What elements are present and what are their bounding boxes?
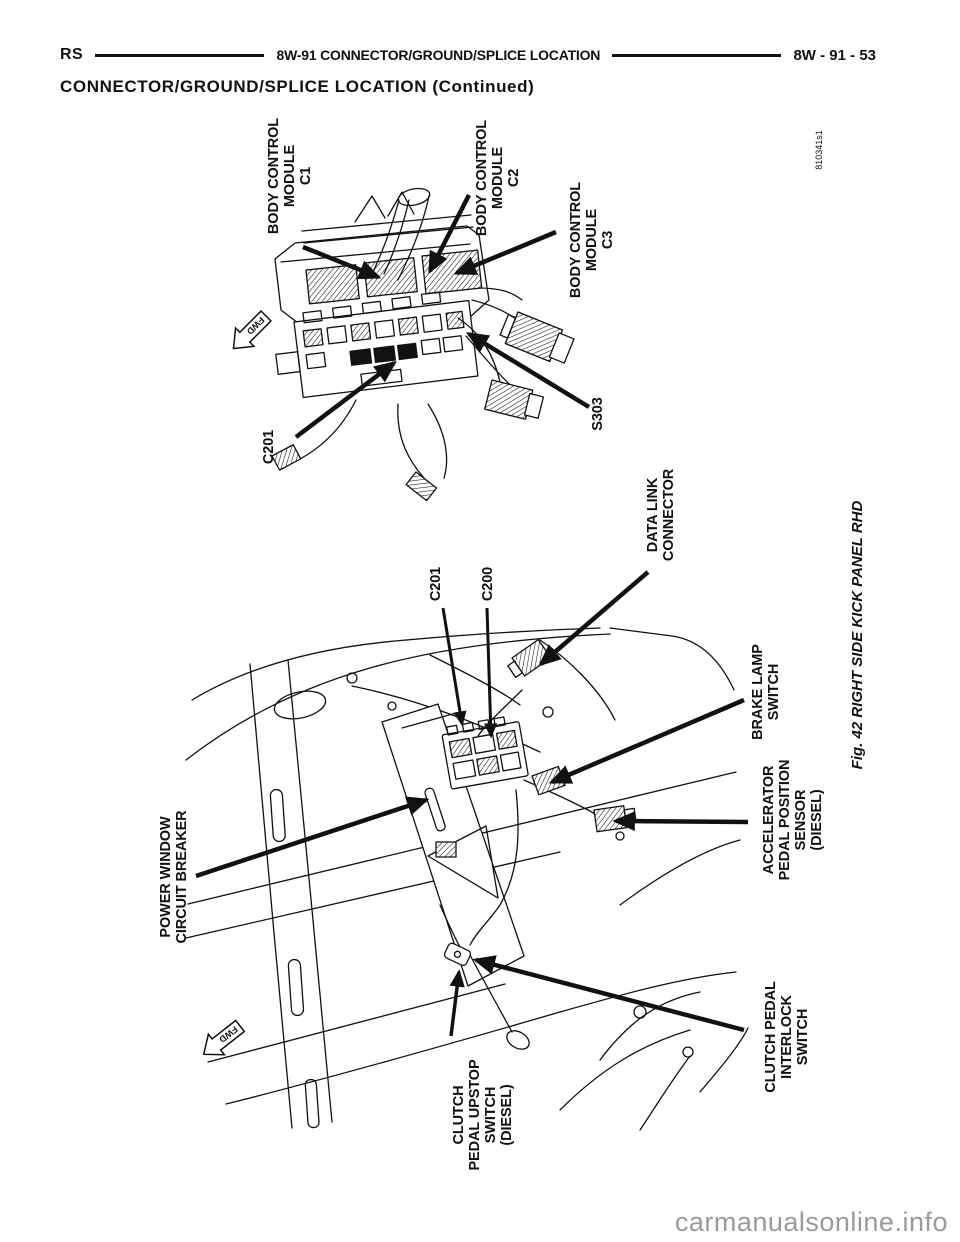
svg-text:MODULE: MODULE [282,144,298,207]
label-power-window-circuit-breaker: POWER WINDOW CIRCUIT BREAKER [158,810,190,944]
lower-diagram-lineart: FWD [185,627,749,1131]
section-subtitle: CONNECTOR/GROUND/SPLICE LOCATION (Contin… [60,77,535,96]
svg-text:BODY CONTROL: BODY CONTROL [568,182,584,298]
arrow-bcm-c1 [302,244,382,280]
wire-loom-cap [397,187,431,207]
svg-text:BODY CONTROL: BODY CONTROL [266,118,282,234]
svg-text:BRAKE LAMP: BRAKE LAMP [750,644,766,740]
arrow-clutch-interlock [472,955,745,1033]
figure-image-id: 810341s1 [814,130,824,170]
svg-text:(DIESEL): (DIESEL) [809,789,825,851]
svg-text:PEDAL POSITION: PEDAL POSITION [777,760,793,881]
lower-pigtail-connector [405,471,438,502]
label-c200: C200 [480,567,496,601]
arrow-bcm-c3 [453,229,557,276]
harness-connector [499,311,575,364]
arrow-s303 [465,332,591,409]
svg-text:C2: C2 [506,169,522,187]
svg-text:C201: C201 [261,430,277,464]
label-bcm-c2: BODY CONTROL MODULE C2 [474,120,522,236]
label-clutch-pedal-upstop-switch: CLUTCH PEDAL UPSTOP SWITCH (DIESEL) [451,1059,515,1170]
svg-text:CLUTCH PEDAL: CLUTCH PEDAL [763,981,779,1093]
arrow-brake-lamp [548,697,745,785]
label-accelerator-pedal-position-sensor: ACCELERATOR PEDAL POSITION SENSOR (DIESE… [761,760,825,881]
svg-text:INTERLOCK: INTERLOCK [779,995,795,1079]
svg-text:DATA LINK: DATA LINK [645,477,661,552]
arrow-clutch-upstop [449,969,465,1037]
label-clutch-pedal-interlock-switch: CLUTCH PEDAL INTERLOCK SWITCH [763,981,811,1093]
svg-text:(DIESEL): (DIESEL) [499,1084,515,1146]
label-c201-lower: C201 [428,567,444,601]
svg-text:POWER WINDOW: POWER WINDOW [158,816,174,938]
clutch-switch-shape [443,942,472,966]
svg-text:CIRCUIT BREAKER: CIRCUIT BREAKER [174,810,190,944]
svg-text:SWITCH: SWITCH [766,664,782,721]
svg-text:PEDAL UPSTOP: PEDAL UPSTOP [467,1059,483,1170]
panel-hole [273,690,327,720]
arrow-power-window [195,796,430,879]
svg-text:C1: C1 [298,167,314,185]
svg-text:SENSOR: SENSOR [793,789,809,850]
svg-text:SWITCH: SWITCH [795,1009,811,1066]
svg-text:810341s1: 810341s1 [814,130,824,170]
watermark: carmanualsonline.info [674,1207,948,1237]
fwd-arrow-lower: FWD [202,1019,246,1056]
bcm-connector-c3-face [421,249,483,295]
header-rule-right [612,53,782,57]
header-model-code: RS [60,46,84,63]
callout-arrows [195,193,749,1037]
header-section-title: 8W-91 CONNECTOR/GROUND/SPLICE LOCATION [276,47,601,63]
label-c201-upper: C201 [261,430,277,464]
arrow-bcm-c2 [427,193,472,275]
svg-text:C201: C201 [428,567,444,601]
arrow-c200 [484,607,498,739]
svg-text:ACCELERATOR: ACCELERATOR [761,765,777,874]
svg-text:CONNECTOR: CONNECTOR [661,468,677,561]
bcm-connector-c2-face [363,257,418,298]
figure-caption: Fig. 42 RIGHT SIDE KICK PANEL RHD [849,501,866,770]
label-s303: S303 [590,397,606,430]
kick-panel-junction-block [441,716,529,790]
fwd-arrow-upper: FWD [232,309,273,350]
header-rule-left [95,53,265,57]
accelerator-pedal-sensor-connector [593,805,637,833]
arrow-c201-upper [294,360,397,439]
arrow-c201-lower [441,607,467,727]
svg-text:Fig. 42 RIGHT SIDE KICK PANEL: Fig. 42 RIGHT SIDE KICK PANEL RHD [849,501,866,770]
svg-text:C200: C200 [480,567,496,601]
svg-text:MODULE: MODULE [490,146,506,209]
pedal-pad [506,1030,530,1050]
svg-text:C3: C3 [600,231,616,249]
arrow-accel-pedal [612,811,749,832]
callout-labels: BODY CONTROL MODULE C1 BODY CONTROL MODU… [158,118,825,1171]
arrow-data-link [538,570,650,667]
page-header: RS 8W-91 CONNECTOR/GROUND/SPLICE LOCATIO… [60,46,876,64]
svg-text:S303: S303 [590,397,606,430]
label-bcm-c1: BODY CONTROL MODULE C1 [266,118,314,234]
svg-text:MODULE: MODULE [584,208,600,271]
label-data-link-connector: DATA LINK CONNECTOR [645,468,677,561]
header-page-number: 8W - 91 - 53 [793,46,876,64]
svg-text:CLUTCH: CLUTCH [451,1085,467,1144]
label-bcm-c3: BODY CONTROL MODULE C3 [568,182,616,298]
s303-connector [484,379,545,420]
bcm-connector-c1-face [305,264,360,305]
label-brake-lamp-switch: BRAKE LAMP SWITCH [750,644,782,740]
svg-text:BODY CONTROL: BODY CONTROL [474,120,490,236]
c201-connector-upper [271,444,302,471]
svg-text:SWITCH: SWITCH [483,1087,499,1144]
